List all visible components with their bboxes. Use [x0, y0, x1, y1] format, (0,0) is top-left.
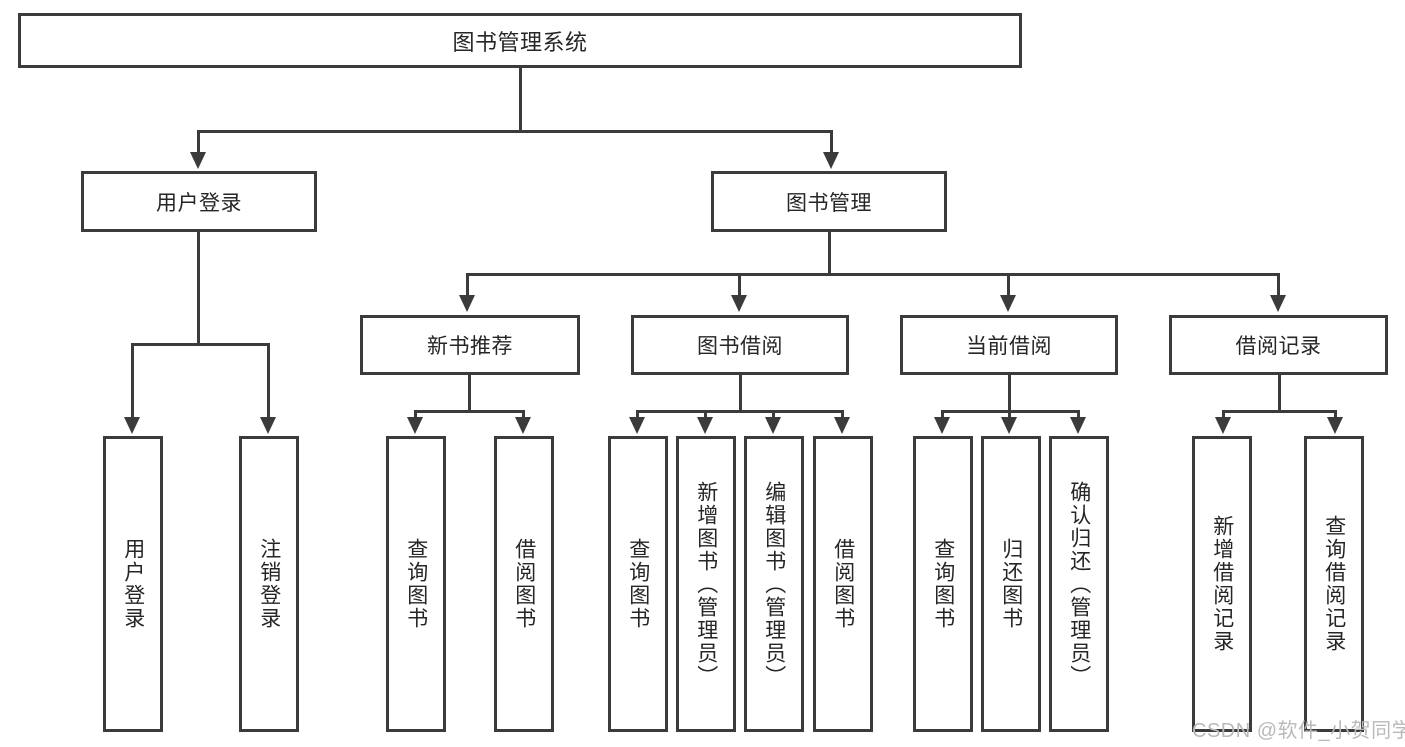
edge-user-login-stem	[197, 232, 200, 343]
edge-book-borrow-to-leaf-3	[772, 410, 775, 418]
node-book-management[interactable]: 图书管理	[711, 171, 947, 232]
arrow-icon-book-borrow-leaf-2	[697, 417, 713, 434]
arrow-icon-current-borrow-leaf-2	[1001, 417, 1017, 434]
arrow-icon-book-borrow-leaf-1	[629, 417, 645, 434]
node-label: 归还图书	[999, 538, 1023, 630]
edge-book-borrow-bus	[636, 410, 844, 413]
arrow-icon-new-book	[459, 295, 475, 312]
arrow-icon-new-book-leaf-2	[515, 417, 531, 434]
node-current-borrow[interactable]: 当前借阅	[900, 315, 1118, 375]
node-label: 借阅图书	[512, 538, 536, 630]
node-label: 当前借阅	[966, 335, 1052, 358]
leaf-current-borrow-return-book[interactable]: 归还图书	[981, 436, 1041, 732]
edge-user-login-to-leaf-1	[131, 343, 134, 418]
arrow-icon-borrow-record-leaf-1	[1215, 417, 1231, 434]
arrow-icon-user-login-leaf-2	[260, 417, 276, 434]
arrow-icon-to-user-login	[190, 152, 206, 169]
leaf-book-borrow-add-book[interactable]: 新增图书（管理员）	[676, 436, 736, 732]
node-label: 借阅记录	[1235, 335, 1322, 358]
node-new-book-recommend[interactable]: 新书推荐	[360, 315, 580, 375]
node-label: 用户登录	[156, 191, 242, 215]
leaf-book-borrow-borrow-book[interactable]: 借阅图书	[813, 436, 873, 732]
arrow-icon-borrow-record-leaf-2	[1327, 417, 1343, 434]
edge-current-borrow-to-leaf-2	[1008, 410, 1011, 418]
node-borrow-record[interactable]: 借阅记录	[1169, 315, 1388, 375]
csdn-watermark: CSDN @软件_小贺同学	[1192, 720, 1405, 742]
edge-new-book-to-leaf-1	[414, 410, 417, 418]
leaf-new-book-query-book[interactable]: 查询图书	[386, 436, 446, 732]
arrow-icon-current-borrow	[1000, 295, 1016, 312]
arrow-icon-user-login-leaf-1	[124, 417, 140, 434]
arrow-icon-book-borrow-leaf-4	[834, 417, 850, 434]
leaf-book-borrow-edit-book[interactable]: 编辑图书（管理员）	[744, 436, 804, 732]
edge-user-login-to-leaf-2	[267, 343, 270, 418]
arrow-icon-new-book-leaf-1	[407, 417, 423, 434]
edge-borrow-record-to-leaf-2	[1334, 410, 1337, 418]
leaf-borrow-record-add-record[interactable]: 新增借阅记录	[1192, 436, 1252, 732]
leaf-user-login-login[interactable]: 用户登录	[103, 436, 163, 732]
leaf-user-login-logout[interactable]: 注销登录	[239, 436, 299, 732]
node-label: 图书借阅	[697, 335, 783, 358]
node-book-borrow[interactable]: 图书借阅	[631, 315, 849, 375]
edge-bm-to-book-borrow	[738, 273, 741, 296]
edge-root-stem	[519, 68, 522, 130]
edge-new-book-stem	[468, 375, 471, 410]
leaf-current-borrow-query-book[interactable]: 查询图书	[913, 436, 973, 732]
edge-book-borrow-to-leaf-2	[704, 410, 707, 418]
edge-book-borrow-to-leaf-4	[841, 410, 844, 418]
arrow-icon-borrow-record	[1270, 295, 1286, 312]
edge-bm-to-borrow-record	[1277, 273, 1280, 296]
node-root-library-management-system[interactable]: 图书管理系统	[18, 13, 1022, 68]
edge-bm-to-current-borrow	[1007, 273, 1010, 296]
edge-current-borrow-to-leaf-1	[941, 410, 944, 418]
node-label: 新增图书（管理员）	[694, 480, 718, 688]
leaf-book-borrow-query-book[interactable]: 查询图书	[608, 436, 668, 732]
arrow-icon-book-borrow	[731, 295, 747, 312]
node-label: 借阅图书	[831, 538, 855, 630]
leaf-current-borrow-confirm-return[interactable]: 确认归还（管理员）	[1049, 436, 1109, 732]
edge-bm-to-new-book	[466, 273, 469, 296]
node-label: 查询图书	[626, 538, 650, 630]
edge-new-book-to-leaf-2	[522, 410, 525, 418]
node-label: 注销登录	[257, 538, 281, 630]
arrow-icon-book-borrow-leaf-3	[765, 417, 781, 434]
node-label: 用户登录	[121, 538, 145, 630]
edge-current-borrow-to-leaf-3	[1077, 410, 1080, 418]
node-label: 新增借阅记录	[1210, 515, 1234, 653]
edge-new-book-bus	[414, 410, 525, 413]
edge-borrow-record-to-leaf-1	[1222, 410, 1225, 418]
edge-book-borrow-stem	[739, 375, 742, 410]
arrow-icon-current-borrow-leaf-1	[934, 417, 950, 434]
edge-book-management-bus	[466, 273, 1280, 276]
node-label: 图书管理	[786, 191, 872, 215]
edge-root-to-user-login	[197, 130, 200, 153]
edge-current-borrow-stem	[1008, 375, 1011, 410]
node-label: 新书推荐	[427, 335, 513, 358]
edge-book-borrow-to-leaf-1	[636, 410, 639, 418]
arrow-icon-to-book-management	[823, 152, 839, 169]
node-label: 查询借阅记录	[1322, 515, 1346, 653]
node-label: 确认归还（管理员）	[1067, 480, 1091, 688]
edge-root-to-book-management	[830, 130, 833, 153]
node-label: 图书管理系统	[452, 29, 588, 55]
leaf-borrow-record-query-record[interactable]: 查询借阅记录	[1304, 436, 1364, 732]
edge-borrow-record-bus	[1222, 410, 1337, 413]
edge-root-bus	[197, 130, 833, 133]
leaf-new-book-borrow-book[interactable]: 借阅图书	[494, 436, 554, 732]
arrow-icon-current-borrow-leaf-3	[1070, 417, 1086, 434]
node-label: 编辑图书（管理员）	[762, 480, 786, 688]
edge-user-login-bus	[131, 343, 270, 346]
node-user-login[interactable]: 用户登录	[81, 171, 317, 232]
edge-borrow-record-stem	[1278, 375, 1281, 410]
node-label: 查询图书	[931, 538, 955, 630]
node-label: 查询图书	[404, 538, 428, 630]
edge-book-management-stem	[828, 232, 831, 273]
